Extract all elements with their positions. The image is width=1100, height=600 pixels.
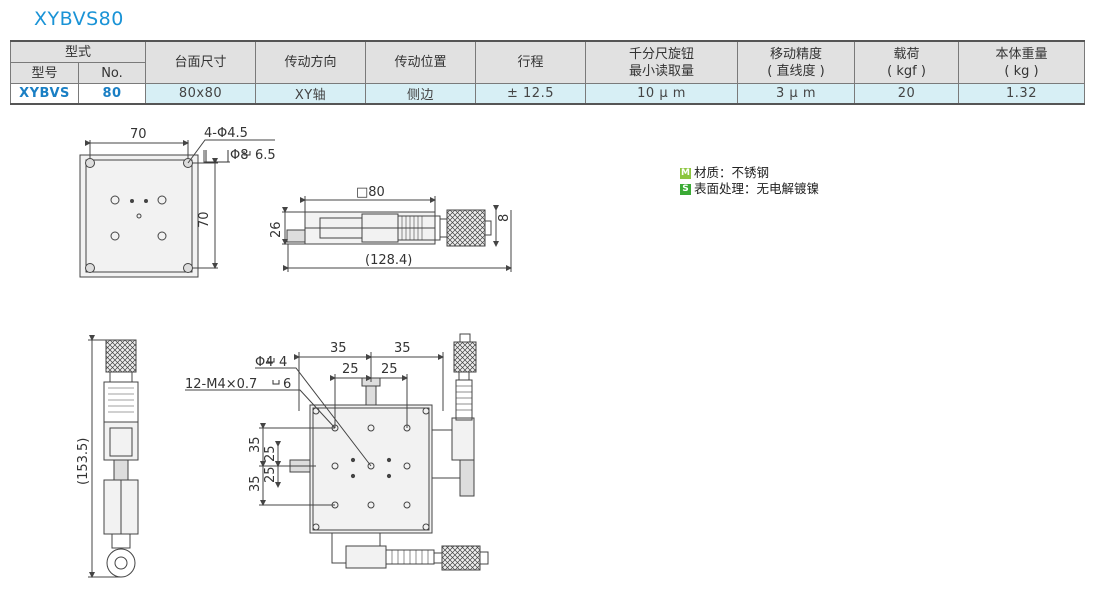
dim-pitch-outer-vertical-top: 35 [248,436,263,453]
header-model: 型号 [10,62,79,84]
header-load: 载荷 ( kgf ) [854,40,960,84]
cell-drive-direction: XY轴 [255,83,367,105]
cell-drive-position: 侧边 [365,83,477,105]
header-table-size: 台面尺寸 [145,40,257,84]
dim-pitch-inner-right: 25 [381,362,398,377]
dim-side-table: □80 [356,185,385,200]
header-travel: 行程 [475,40,587,84]
header-accuracy-line2: ( 直线度 ) [767,63,825,79]
product-title: XYBVS80 [34,8,124,30]
header-type-group: 型式 [9,40,147,63]
cell-model: XYBVS [10,83,79,105]
dim-tapped: 12-M4×0.7 [185,377,257,392]
header-accuracy: 移动精度 ( 直线度 ) [737,40,856,84]
dim-pitch-outer-left: 35 [330,341,347,356]
counterbore-symbol-icon [205,150,229,163]
material-badge-icon: M [680,167,691,179]
cell-accuracy: 3 μ m [737,83,856,105]
dim-knob-dia: 8 [497,214,512,222]
dim-pitch-inner-vertical-top: 25 [263,445,278,462]
header-micrometer-line2: 最小读取量 [629,63,695,79]
dim-counterbore-depth: 6.5 [255,148,276,163]
cell-load: 20 [854,83,960,105]
header-drive-position: 传动位置 [365,40,477,84]
dim-pin-hole: Φ4 [255,355,274,370]
material-text: 材质：不锈钢 [694,165,770,180]
dim-side-length: (128.4) [365,253,412,268]
dim-pitch-inner-vertical-bottom: 25 [263,466,278,483]
cell-no: 80 [77,83,147,105]
header-weight-line1: 本体重量 [995,46,1048,62]
side-view-drawing [282,196,512,272]
cell-micrometer: 10 μ m [585,83,739,105]
header-drive-direction: 传动方向 [255,40,367,84]
dim-pin-depth: 4 [279,355,287,370]
dim-pitch-outer-vertical-bottom: 35 [248,475,263,492]
dim-tapped-depth: 6 [283,377,291,392]
surface-note: S 表面处理：无电解镀镍 [680,181,819,197]
surface-badge-icon: S [680,183,691,195]
cell-travel: ± 12.5 [475,83,587,105]
dim-top-width: 70 [130,127,147,142]
header-micrometer: 千分尺旋钮 最小读取量 [585,40,739,84]
depth-symbol-icon [243,151,280,385]
dim-pitch-outer-right: 35 [394,341,411,356]
header-no: No. [77,62,147,84]
material-note: M 材质：不锈钢 [680,165,819,181]
dim-top-height: 70 [197,211,212,228]
surface-text: 表面处理：无电解镀镍 [694,181,820,196]
cell-table-size: 80x80 [145,83,257,105]
header-load-line2: ( kgf ) [887,63,926,79]
table-row: XYBVS 80 80x80 XY轴 侧边 ± 12.5 10 μ m 3 μ … [10,83,1086,105]
spec-table: 型式 台面尺寸 传动方向 传动位置 行程 千分尺旋钮 最小读取量 移动精度 ( … [9,40,1086,105]
dim-pitch-inner-left: 25 [342,362,359,377]
top-view-drawing [79,139,275,278]
header-micrometer-line1: 千分尺旋钮 [629,46,695,62]
header-accuracy-line1: 移动精度 [770,46,823,62]
dim-side-height: 26 [269,221,284,238]
header-load-line1: 载荷 [893,46,920,62]
cell-weight: 1.32 [958,83,1086,105]
header-weight: 本体重量 ( kg ) [958,40,1086,84]
dim-front-length: (153.5) [76,438,91,485]
dim-holes: 4-Φ4.5 [204,126,248,141]
header-weight-line2: ( kg ) [1004,63,1039,79]
material-notes: M 材质：不锈钢 S 表面处理：无电解镀镍 [680,165,819,197]
front-view-drawing [88,335,139,578]
plan-view-drawing [185,333,489,571]
